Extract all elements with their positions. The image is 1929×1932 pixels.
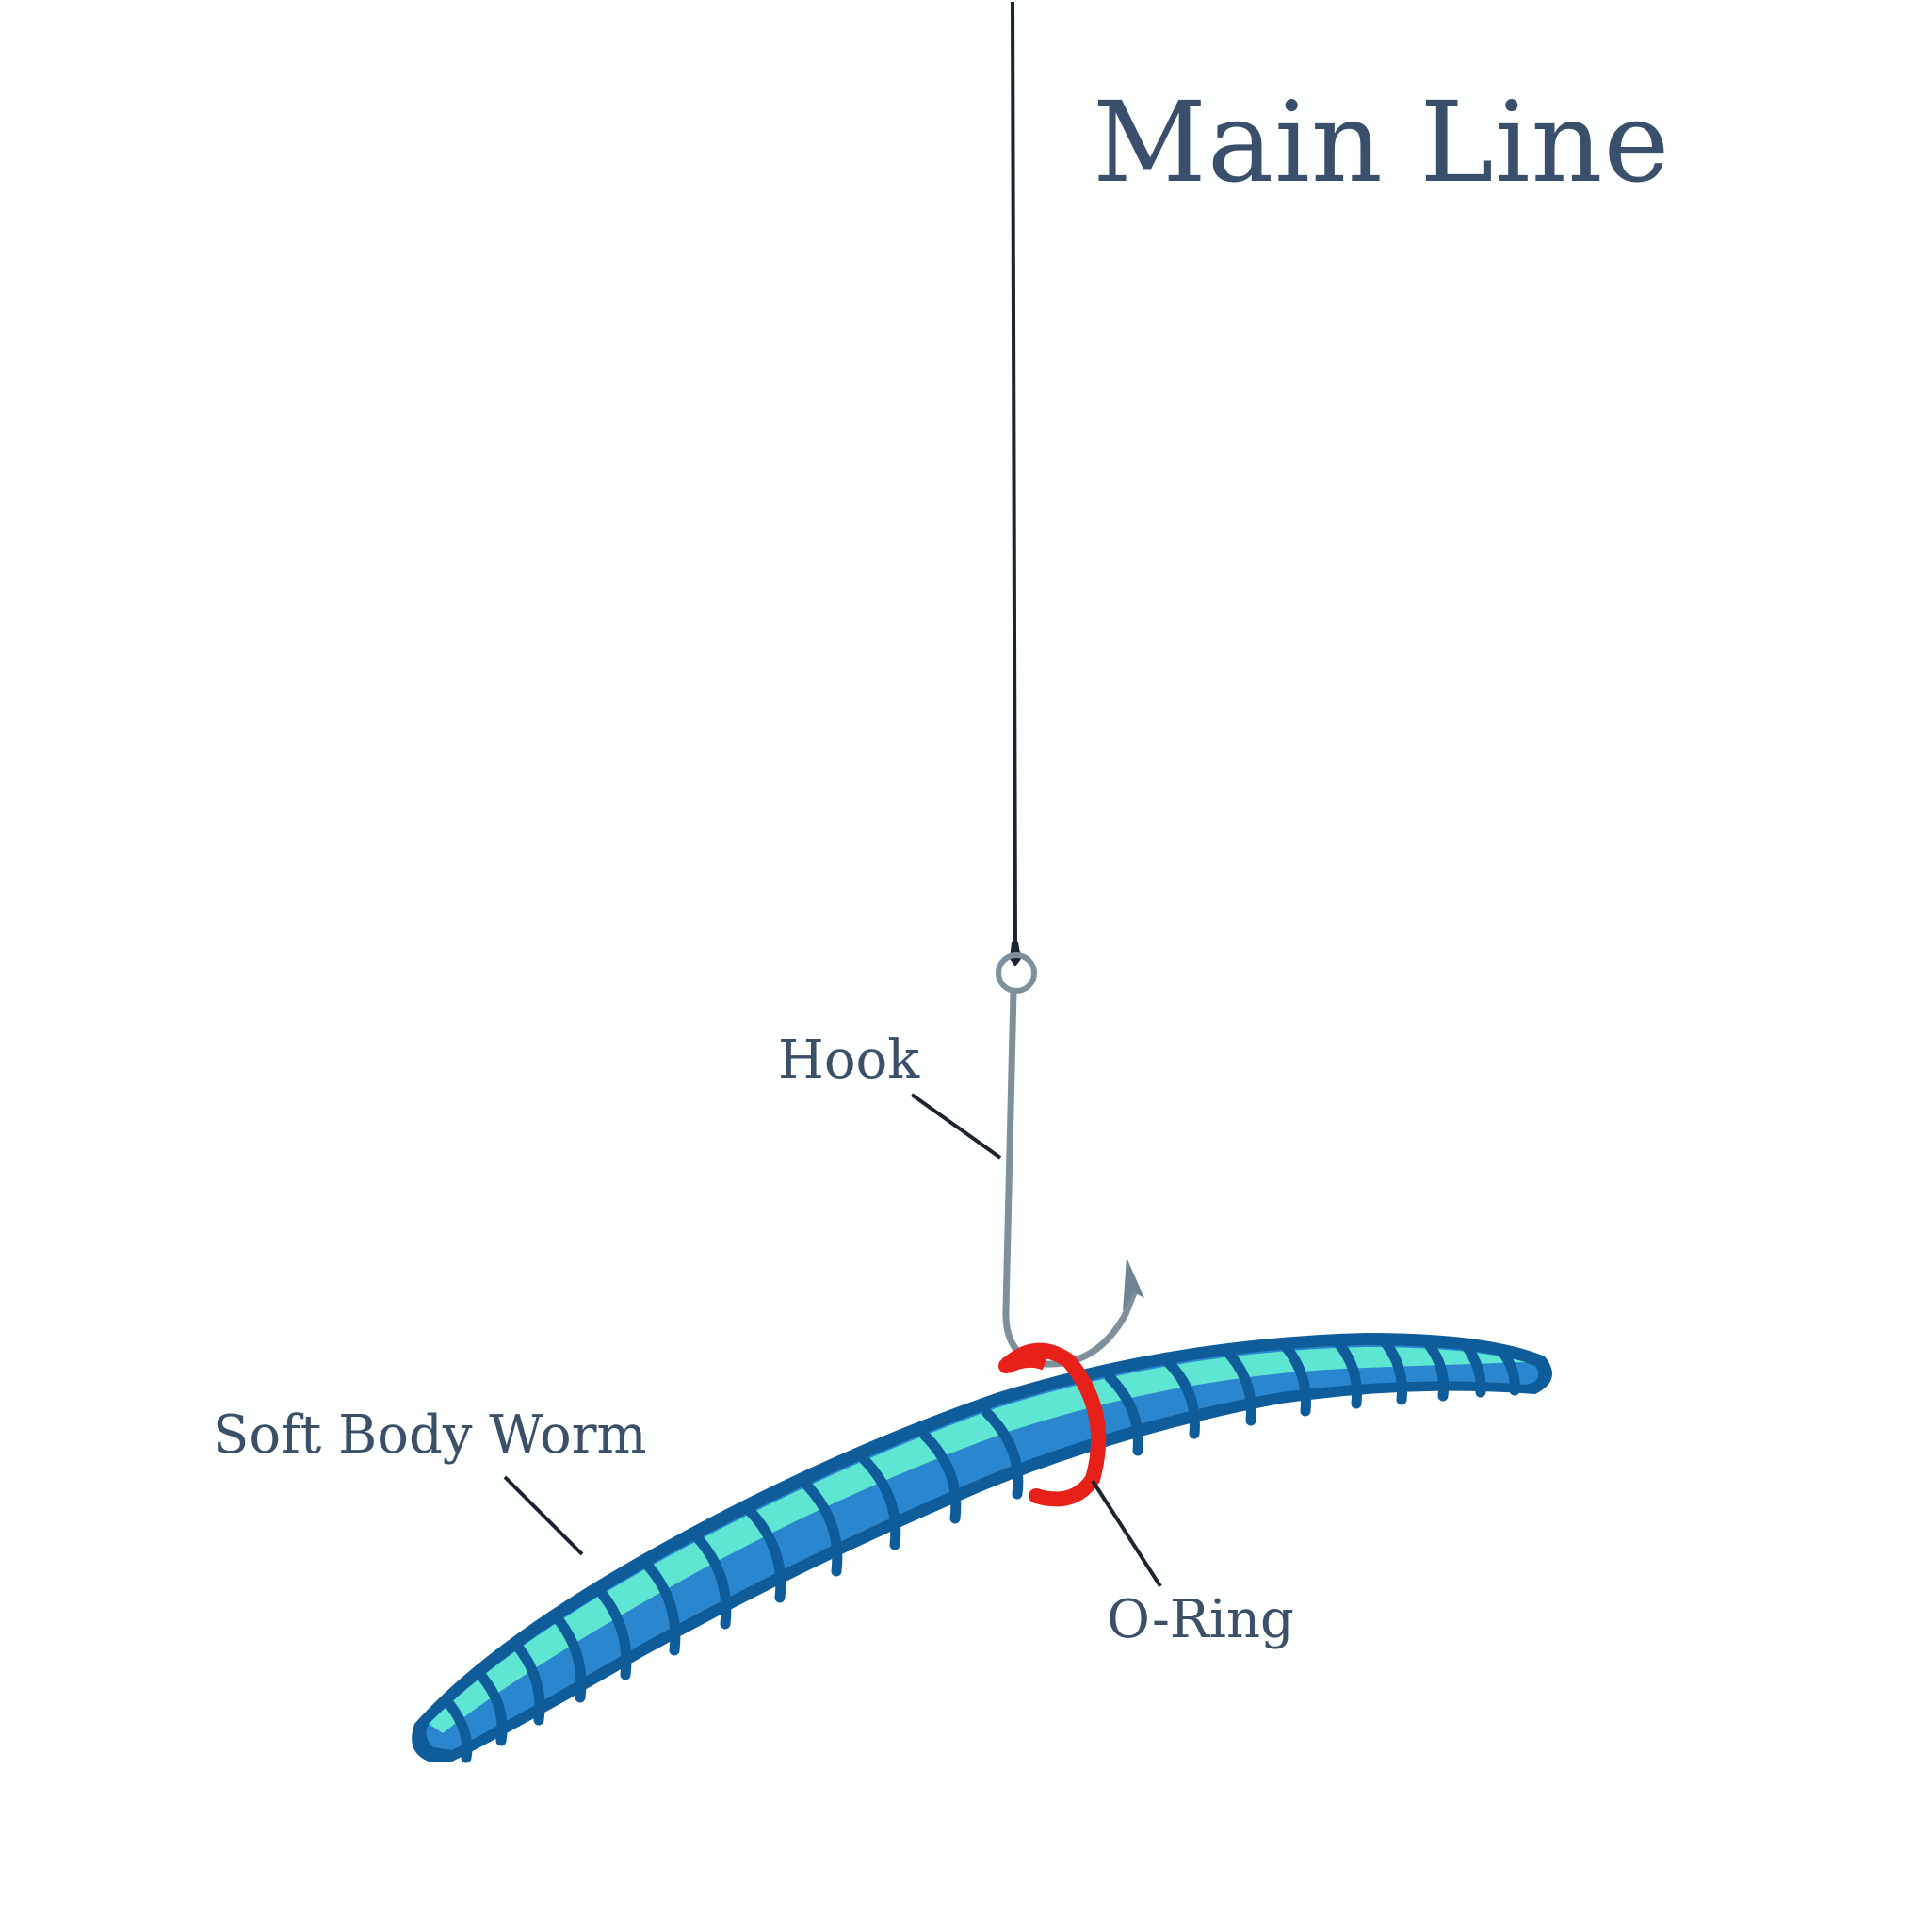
main-line-label: Main Line bbox=[1093, 77, 1671, 207]
fishing-line-icon bbox=[1010, 1, 1021, 966]
hook-leader-line bbox=[910, 1093, 1002, 1160]
worm-leader-line bbox=[503, 1475, 584, 1556]
o-ring-icon bbox=[998, 1342, 1107, 1507]
leader-lines bbox=[503, 1093, 1162, 1588]
hook-icon bbox=[996, 952, 1144, 1368]
oring-leader-line bbox=[1091, 1479, 1162, 1588]
o-ring-label: O-Ring bbox=[1107, 1589, 1294, 1650]
worm-icon bbox=[412, 1333, 1553, 1763]
soft-body-worm-label: Soft Body Worm bbox=[213, 1404, 647, 1466]
hook-label: Hook bbox=[778, 1030, 920, 1091]
